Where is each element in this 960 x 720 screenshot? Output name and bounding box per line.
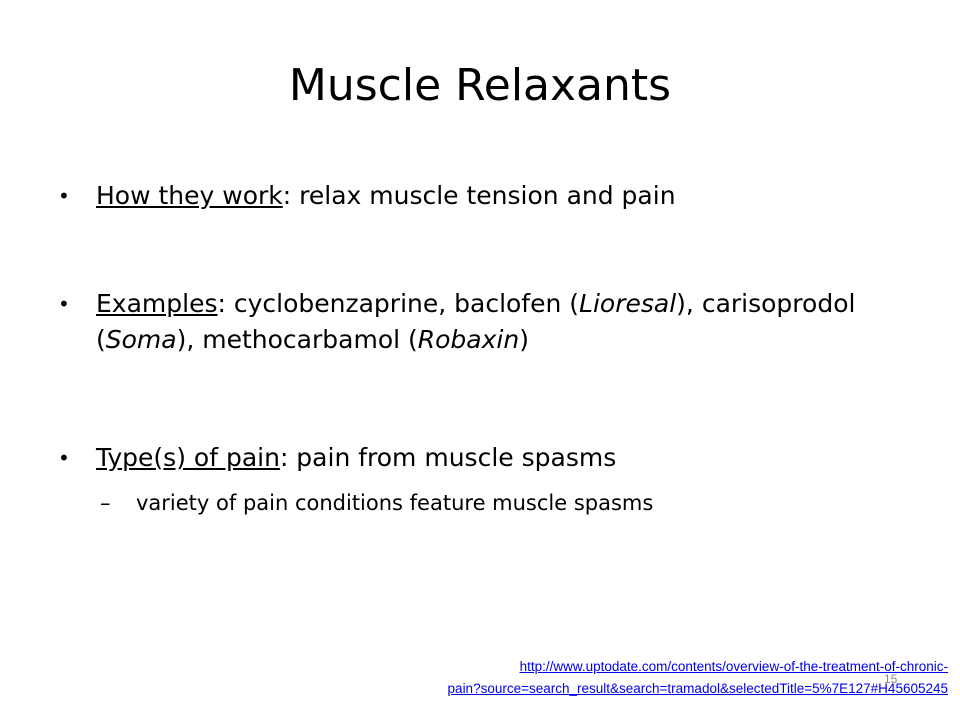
brand-name-lioresal: Lioresal — [579, 289, 677, 318]
bullet-body: ), carisoprodol ( — [96, 289, 856, 354]
source-link-line1: http://www.uptodate.com/contents/overvie… — [519, 659, 948, 674]
bullet-text: How they work: relax muscle tension and … — [72, 178, 912, 214]
bullet-types-of-pain: • Type(s) of pain: pain from muscle spas… — [58, 440, 912, 476]
bullet-body: : pain from muscle spasms — [279, 443, 617, 472]
dash-icon: – — [100, 491, 111, 515]
slide-number: 15 — [884, 672, 898, 686]
bullet-body: : cyclobenzaprine, baclofen ( — [217, 289, 580, 318]
bullet-body: ) — [519, 325, 529, 354]
brand-name-robaxin: Robaxin — [417, 325, 520, 354]
brand-name-soma: Soma — [105, 325, 177, 354]
bullet-label: Type(s) of pain — [96, 443, 280, 472]
bullet-dot-icon: • — [58, 292, 70, 316]
bullet-label: Examples — [96, 289, 218, 318]
bullet-label: How they work — [96, 181, 283, 210]
sub-bullet-muscle-spasms: – variety of pain conditions feature mus… — [100, 488, 900, 518]
bullet-body: ), methocarbamol ( — [176, 325, 418, 354]
bullet-dot-icon: • — [58, 184, 70, 208]
source-link[interactable]: http://www.uptodate.com/contents/overvie… — [288, 656, 948, 700]
bullet-text: Examples: cyclobenzaprine, baclofen (Lio… — [72, 286, 912, 358]
sub-bullet-text: variety of pain conditions feature muscl… — [136, 491, 654, 515]
bullet-dot-icon: • — [58, 446, 70, 470]
bullet-text: Type(s) of pain: pain from muscle spasms — [72, 440, 912, 476]
bullet-how-they-work: • How they work: relax muscle tension an… — [58, 178, 912, 214]
bullet-examples: • Examples: cyclobenzaprine, baclofen (L… — [58, 286, 912, 358]
bullet-body: : relax muscle tension and pain — [282, 181, 676, 210]
slide-title: Muscle Relaxants — [288, 60, 672, 111]
source-link-line2: pain?source=search_result&search=tramado… — [447, 681, 948, 696]
